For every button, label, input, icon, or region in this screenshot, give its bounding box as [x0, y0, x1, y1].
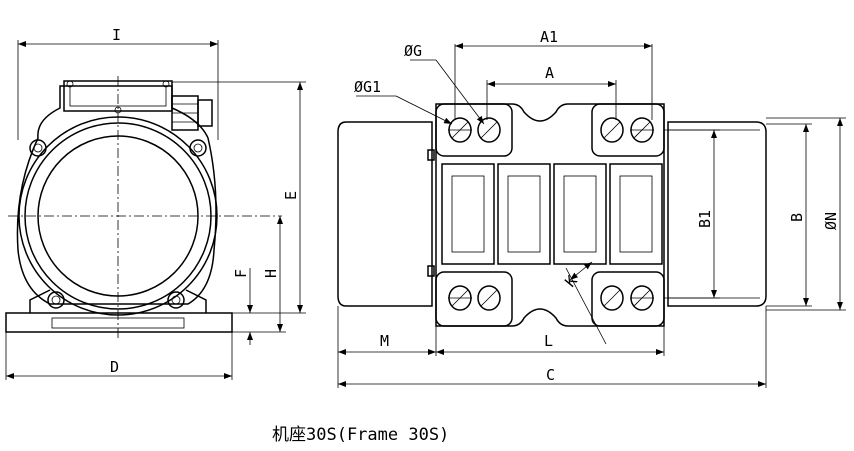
housing-outline — [16, 85, 217, 305]
label-A1: A1 — [540, 28, 558, 46]
label-E: E — [282, 191, 300, 200]
foot-pad-br — [591, 271, 665, 327]
top-view: A1 A ØG ØG1 B1 B ØN K — [337, 28, 846, 388]
fin-2 — [497, 163, 551, 265]
label-B: B — [788, 213, 806, 222]
right-end-cap — [667, 121, 767, 307]
label-G1: ØG1 — [354, 78, 381, 96]
label-N: ØN — [822, 212, 840, 230]
label-C: C — [546, 366, 555, 384]
leader-K — [565, 267, 607, 345]
label-I: I — [112, 26, 121, 44]
bolt-tr — [189, 139, 207, 157]
fin-1 — [441, 163, 495, 265]
leader-G1 — [395, 95, 453, 125]
label-A: A — [545, 64, 554, 82]
label-B1: B1 — [696, 210, 714, 228]
fin-3 — [553, 163, 607, 265]
bolt-tl — [29, 139, 47, 157]
label-H: H — [262, 269, 280, 278]
label-M: M — [380, 332, 389, 350]
foot-pad-tl — [435, 103, 513, 157]
leader-G — [435, 59, 485, 125]
label-L: L — [544, 332, 553, 350]
dim-line-K — [569, 261, 593, 281]
bolt-bl — [47, 291, 65, 309]
left-end-cap — [337, 121, 433, 307]
gland-nut — [197, 99, 213, 127]
bolt-br — [167, 291, 185, 309]
foot-pad-bl — [435, 271, 513, 327]
base-plate — [5, 312, 233, 333]
label-D: D — [110, 358, 119, 376]
foot-legs — [29, 289, 207, 313]
frame-caption: 机座30S(Frame 30S) — [272, 425, 450, 445]
label-F: F — [232, 269, 250, 278]
end-view: I E H F D — [5, 26, 306, 380]
fin-4 — [609, 163, 663, 265]
label-K: K — [561, 272, 581, 290]
label-G: ØG — [404, 42, 422, 60]
